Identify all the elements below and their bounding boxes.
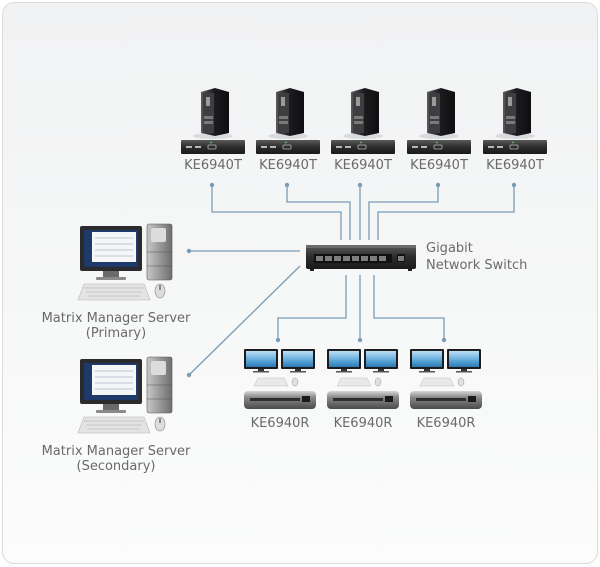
kvm-transmitter-icon xyxy=(331,140,395,154)
transmitter-unit xyxy=(483,88,547,154)
primary-server-label-line1: Matrix Manager Server xyxy=(41,311,191,326)
transmitter-label: KE6940T xyxy=(486,158,544,173)
kvm-transmitter-icon xyxy=(483,140,547,154)
switch-label-line2: Network Switch xyxy=(426,258,528,273)
secondary-server-label-line2: (Secondary) xyxy=(76,459,156,474)
workstation-icon xyxy=(77,223,173,301)
desktop-tower-icon xyxy=(268,88,308,139)
receiver-label: KE6940R xyxy=(250,416,310,431)
secondary-server-label-line1: Matrix Manager Server xyxy=(41,444,191,459)
connector-tx4 xyxy=(368,185,439,240)
connector-rx3 xyxy=(373,275,445,340)
transmitter-unit xyxy=(256,88,320,154)
connector-secondary-server xyxy=(188,265,301,376)
dual-monitor-console-icon xyxy=(244,349,316,409)
desktop-tower-icon xyxy=(419,88,459,139)
connector-lines xyxy=(188,185,515,376)
switch-label-line1: Gigabit xyxy=(426,241,473,256)
connector-tx2 xyxy=(286,185,351,240)
receiver-label: KE6940R xyxy=(416,416,476,431)
primary-server-label-line2: (Primary) xyxy=(85,326,147,341)
transmitter-label: KE6940T xyxy=(334,158,392,173)
connector-dots xyxy=(186,182,517,378)
connector-rx1 xyxy=(277,275,347,340)
kvm-transmitter-icon xyxy=(181,140,245,154)
receiver-label: KE6940R xyxy=(333,416,393,431)
desktop-tower-icon xyxy=(343,88,383,139)
transmitter-unit xyxy=(331,88,395,154)
workstation-icon xyxy=(77,356,173,434)
desktop-tower-icon xyxy=(193,88,233,139)
kvm-transmitter-icon xyxy=(256,140,320,154)
network-switch-icon xyxy=(306,245,416,271)
transmitter-unit xyxy=(181,88,245,154)
dual-monitor-console-icon xyxy=(410,349,482,409)
transmitter-label: KE6940T xyxy=(259,158,317,173)
connector-tx1 xyxy=(211,185,342,240)
kvm-transmitter-icon xyxy=(407,140,471,154)
connector-tx5 xyxy=(377,185,515,240)
desktop-tower-icon xyxy=(495,88,535,139)
switch-label: Gigabit Network Switch xyxy=(426,240,527,274)
dual-monitor-console-icon xyxy=(327,349,399,409)
transmitter-label: KE6940T xyxy=(410,158,468,173)
transmitter-unit xyxy=(407,88,471,154)
transmitter-label: KE6940T xyxy=(184,158,242,173)
